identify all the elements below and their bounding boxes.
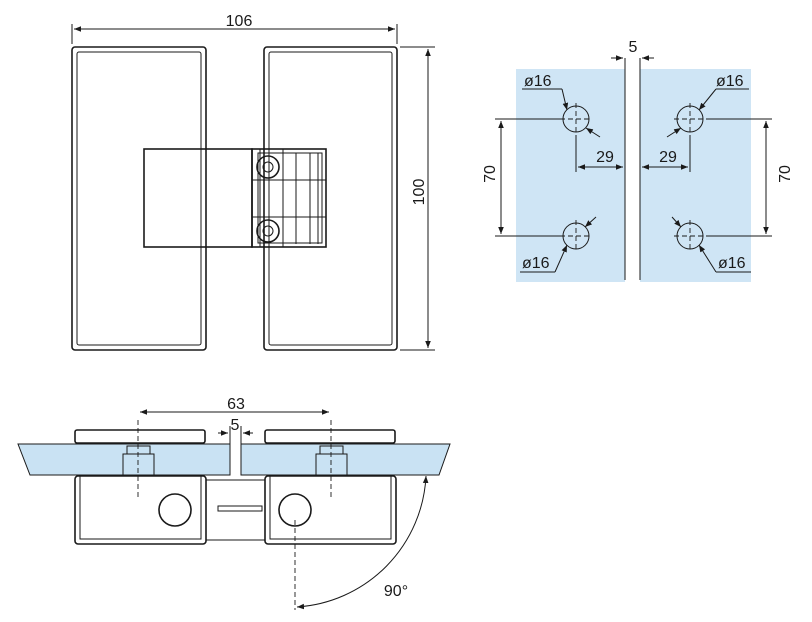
right-leaf <box>263 46 398 351</box>
hole-pattern-view: 5 ø16 ø16 <box>482 39 794 282</box>
hole-label-bottom-left: ø16 <box>522 255 550 272</box>
bottom-view: 63 5 90° <box>17 396 451 610</box>
front-view: 106 100 <box>71 13 435 351</box>
hole-bottom-left <box>560 220 592 252</box>
centers-label: 63 <box>227 396 245 413</box>
hole-label-top-left: ø16 <box>524 73 552 90</box>
hole-top-left <box>560 103 592 135</box>
screw-bottom <box>256 219 280 243</box>
width-label: 106 <box>226 13 253 30</box>
left-leaf <box>71 46 207 351</box>
hinge-body-left <box>143 148 253 248</box>
hole-label-bottom-right: ø16 <box>718 255 746 272</box>
top-plate-left <box>74 429 206 444</box>
glass-left <box>17 443 231 476</box>
glass-right <box>240 443 451 476</box>
glass-panel-right <box>640 69 751 282</box>
gap-label: 5 <box>629 39 638 56</box>
offset-left-label: 29 <box>596 149 614 166</box>
angle-label: 90° <box>384 583 408 600</box>
hole-label-top-right: ø16 <box>716 73 744 90</box>
hole-top-right <box>674 103 706 135</box>
lower-body-left <box>74 475 207 545</box>
offset-right-label: 29 <box>659 149 677 166</box>
pivot-left <box>158 493 192 527</box>
hinge-knuckle <box>251 148 327 248</box>
left-leaf-inner <box>76 51 202 346</box>
screw-top <box>256 155 280 179</box>
right-leaf-inner <box>268 51 393 346</box>
gap-label-bottom: 5 <box>231 417 240 434</box>
lower-body-right <box>264 475 397 545</box>
glass-panel-left <box>516 69 625 282</box>
knuckle-inner <box>257 152 323 244</box>
swing-arc <box>296 475 429 610</box>
spacing-right-label: 70 <box>777 165 794 183</box>
height-label: 100 <box>411 179 428 206</box>
connector-slot <box>217 505 263 512</box>
top-plate-right <box>264 429 396 444</box>
hole-bottom-right <box>674 220 706 252</box>
spacing-left-label: 70 <box>482 165 499 183</box>
